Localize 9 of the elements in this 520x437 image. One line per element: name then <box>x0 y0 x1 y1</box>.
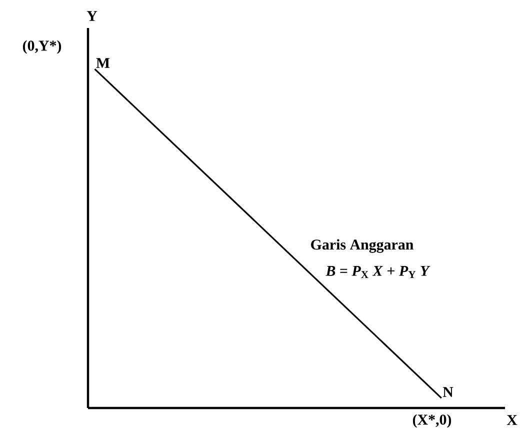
axis-label: X <box>506 415 518 425</box>
budget-line <box>94 68 442 399</box>
point-label: N <box>442 387 454 397</box>
axis-label: Y <box>86 11 98 21</box>
equation: B = P$_{X}$ X + P$_{Y}$ Y <box>326 266 430 278</box>
point-label: M <box>96 58 110 68</box>
line-label: Garis Anggaran <box>311 239 414 253</box>
coordinate-label: (X*,0) <box>412 414 452 428</box>
coordinate-label: (0,Y*) <box>22 40 62 54</box>
